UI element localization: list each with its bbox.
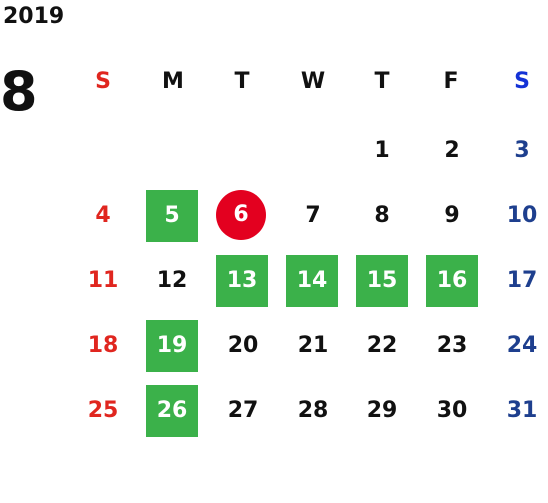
day-cell[interactable]: 3 <box>514 138 530 163</box>
day-cell[interactable]: 22 <box>366 333 398 358</box>
day-cell-highlighted[interactable]: 5 <box>146 190 198 242</box>
day-cell-highlighted[interactable]: 14 <box>286 255 338 307</box>
day-cell[interactable]: 1 <box>374 138 390 163</box>
day-cell[interactable]: 10 <box>506 203 538 228</box>
day-cell[interactable]: 17 <box>506 268 538 293</box>
day-cell[interactable]: 11 <box>87 268 119 293</box>
day-cell[interactable]: 7 <box>305 203 321 228</box>
day-cell-today[interactable]: 6 <box>215 189 267 241</box>
day-cell[interactable]: 8 <box>374 203 390 228</box>
weekday-header-thu: T <box>374 69 390 94</box>
day-cell[interactable]: 27 <box>227 398 259 423</box>
weekday-header-fri: F <box>443 69 459 94</box>
day-cell[interactable]: 2 <box>444 138 460 163</box>
day-cell[interactable]: 29 <box>366 398 398 423</box>
day-cell[interactable]: 9 <box>444 203 460 228</box>
day-cell[interactable]: 23 <box>436 333 468 358</box>
day-cell[interactable]: 30 <box>436 398 468 423</box>
day-cell-highlighted[interactable]: 26 <box>146 385 198 437</box>
day-cell-highlighted[interactable]: 15 <box>356 255 408 307</box>
day-cell[interactable]: 31 <box>506 398 538 423</box>
day-cell[interactable]: 24 <box>506 333 538 358</box>
day-cell[interactable]: 18 <box>87 333 119 358</box>
weekday-header-mon: M <box>162 69 184 94</box>
weekday-header-sat: S <box>514 69 530 94</box>
day-cell-highlighted[interactable]: 19 <box>146 320 198 372</box>
day-cell-highlighted[interactable]: 13 <box>216 255 268 307</box>
day-cell[interactable]: 28 <box>297 398 329 423</box>
day-cell[interactable]: 25 <box>87 398 119 423</box>
day-cell[interactable]: 21 <box>297 333 329 358</box>
weekday-header-tue: T <box>234 69 250 94</box>
day-cell[interactable]: 12 <box>156 268 188 293</box>
month-label: 8 <box>0 60 38 123</box>
day-cell-highlighted[interactable]: 16 <box>426 255 478 307</box>
day-cell[interactable]: 4 <box>95 203 111 228</box>
weekday-header-wed: W <box>300 69 326 94</box>
weekday-header-sun: S <box>95 69 111 94</box>
year-label: 2019 <box>3 4 65 29</box>
day-cell[interactable]: 20 <box>227 333 259 358</box>
